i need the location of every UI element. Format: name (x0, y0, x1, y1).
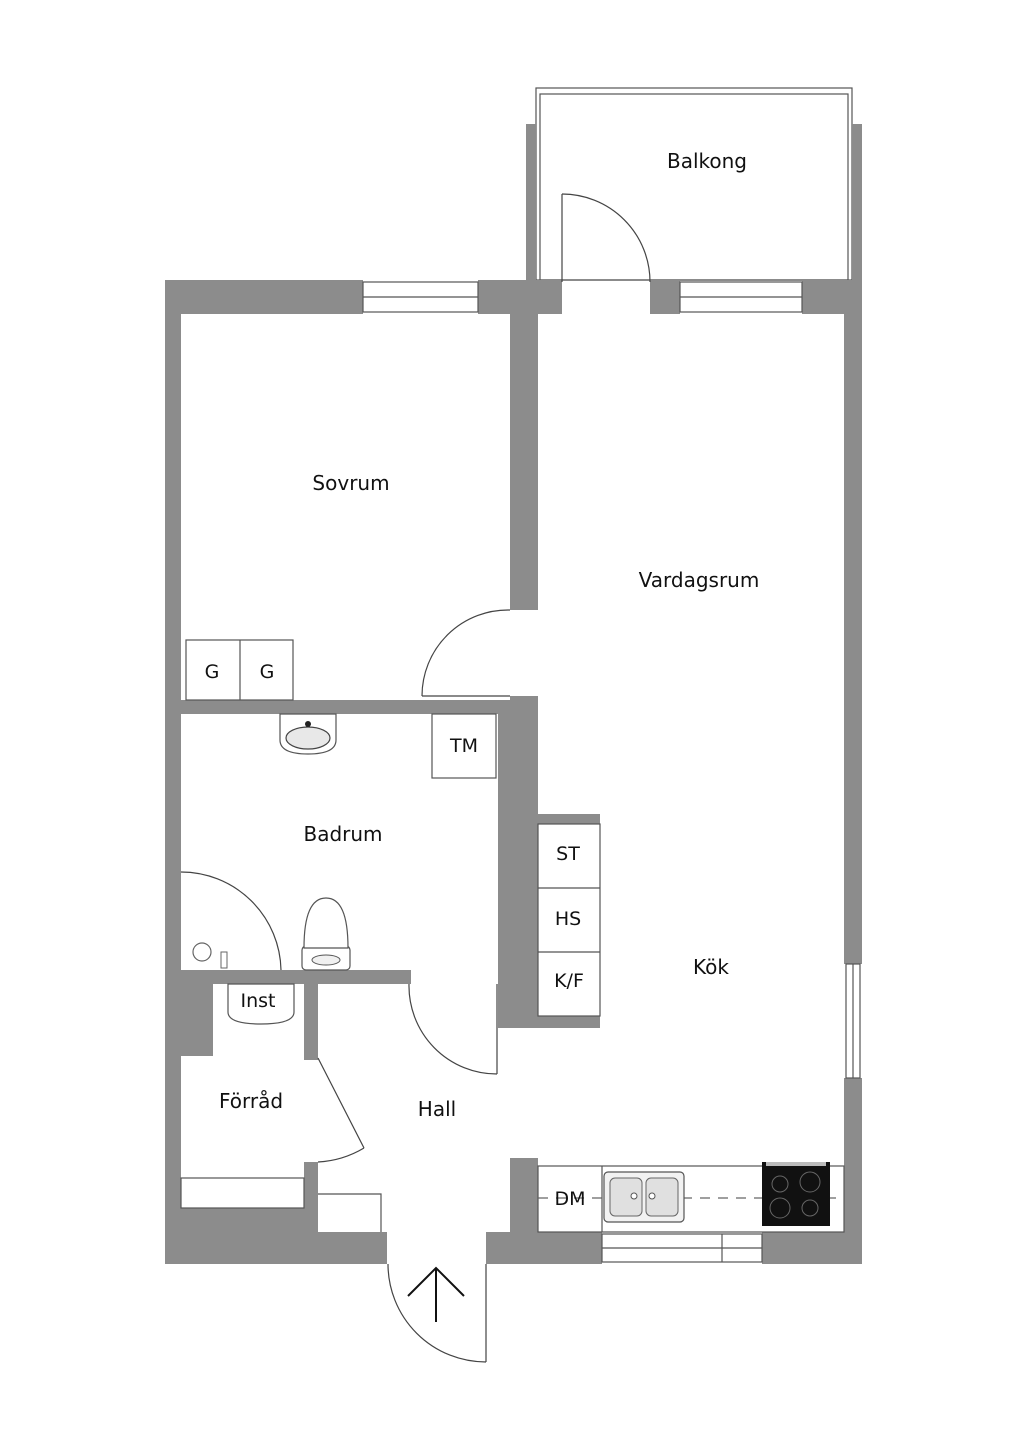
exterior-walls (165, 280, 862, 1264)
entrance-arrow-icon (407, 1266, 465, 1322)
label-tm: TM (449, 735, 478, 757)
label-kok: Kök (693, 955, 729, 979)
label-inst: Inst (241, 990, 276, 1012)
kitchen-tall-cabinets (537, 823, 601, 1017)
label-hall: Hall (418, 1097, 456, 1121)
label-sovrum: Sovrum (312, 471, 389, 495)
label-wardrobe-1: G (205, 661, 220, 683)
hall-closet (318, 1193, 382, 1232)
stove-icon (762, 1162, 830, 1226)
label-vardagsrum: Vardagsrum (639, 568, 760, 592)
label-balkong: Balkong (667, 149, 747, 173)
shower-icon (180, 871, 282, 971)
balcony (526, 87, 862, 282)
washbasin-icon (279, 713, 337, 755)
label-dm: DM (554, 1188, 585, 1210)
windows (362, 281, 861, 1263)
label-hs: HS (555, 908, 581, 930)
kitchen-sink-icon (603, 1171, 685, 1223)
toilet-icon (301, 897, 351, 971)
label-forrad: Förråd (219, 1089, 283, 1113)
installation-cabinet (227, 983, 295, 1025)
interior-walls (181, 300, 600, 1232)
storage-shelf (180, 1177, 305, 1209)
label-kf: K/F (554, 970, 584, 992)
label-wardrobe-2: G (260, 661, 275, 683)
doors (317, 193, 651, 1363)
label-st: ST (556, 843, 580, 865)
washing-machine (431, 713, 497, 779)
label-badrum: Badrum (303, 822, 382, 846)
wardrobes (185, 639, 294, 701)
